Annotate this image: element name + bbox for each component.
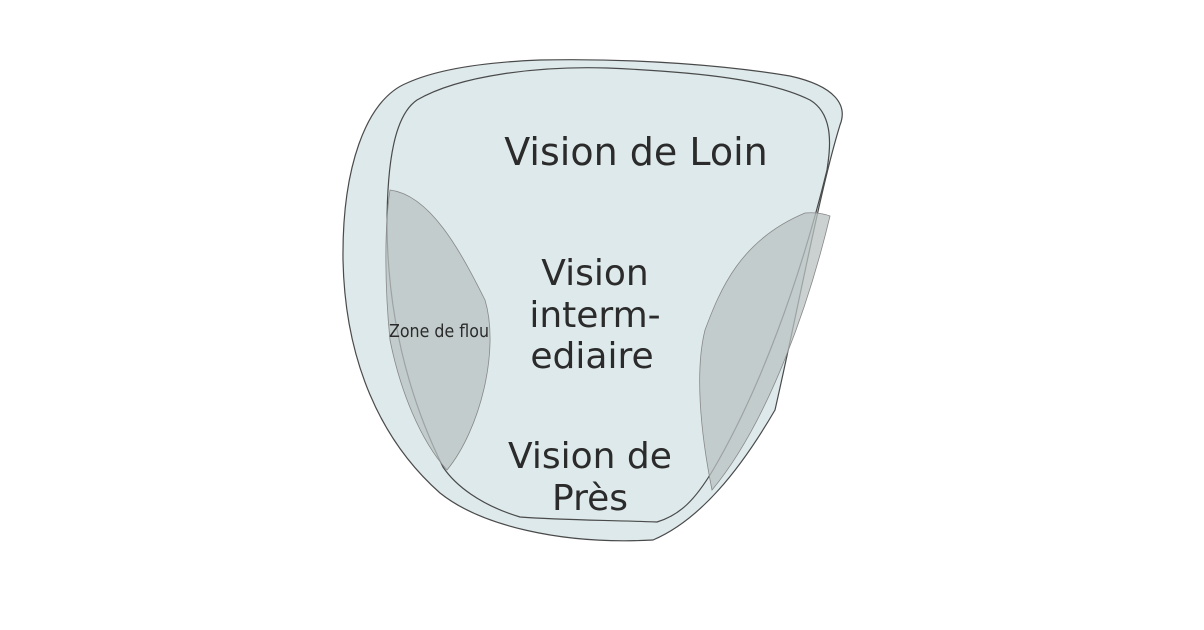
label-intermediate-line1: Vision: [541, 253, 648, 294]
label-far-vision: Vision de Loin: [504, 130, 767, 174]
lens-inner-outline: [386, 67, 831, 523]
label-near-line1: Vision de: [508, 436, 672, 477]
label-blur-zone: Zone de flou: [389, 321, 489, 342]
label-intermediate-line3: ediaire: [530, 336, 653, 377]
label-intermediate-line2: interm-: [529, 295, 660, 336]
blur-zone-right: [699, 212, 831, 491]
blur-zone-left: [385, 189, 491, 471]
label-near-line2: Près: [552, 478, 628, 519]
